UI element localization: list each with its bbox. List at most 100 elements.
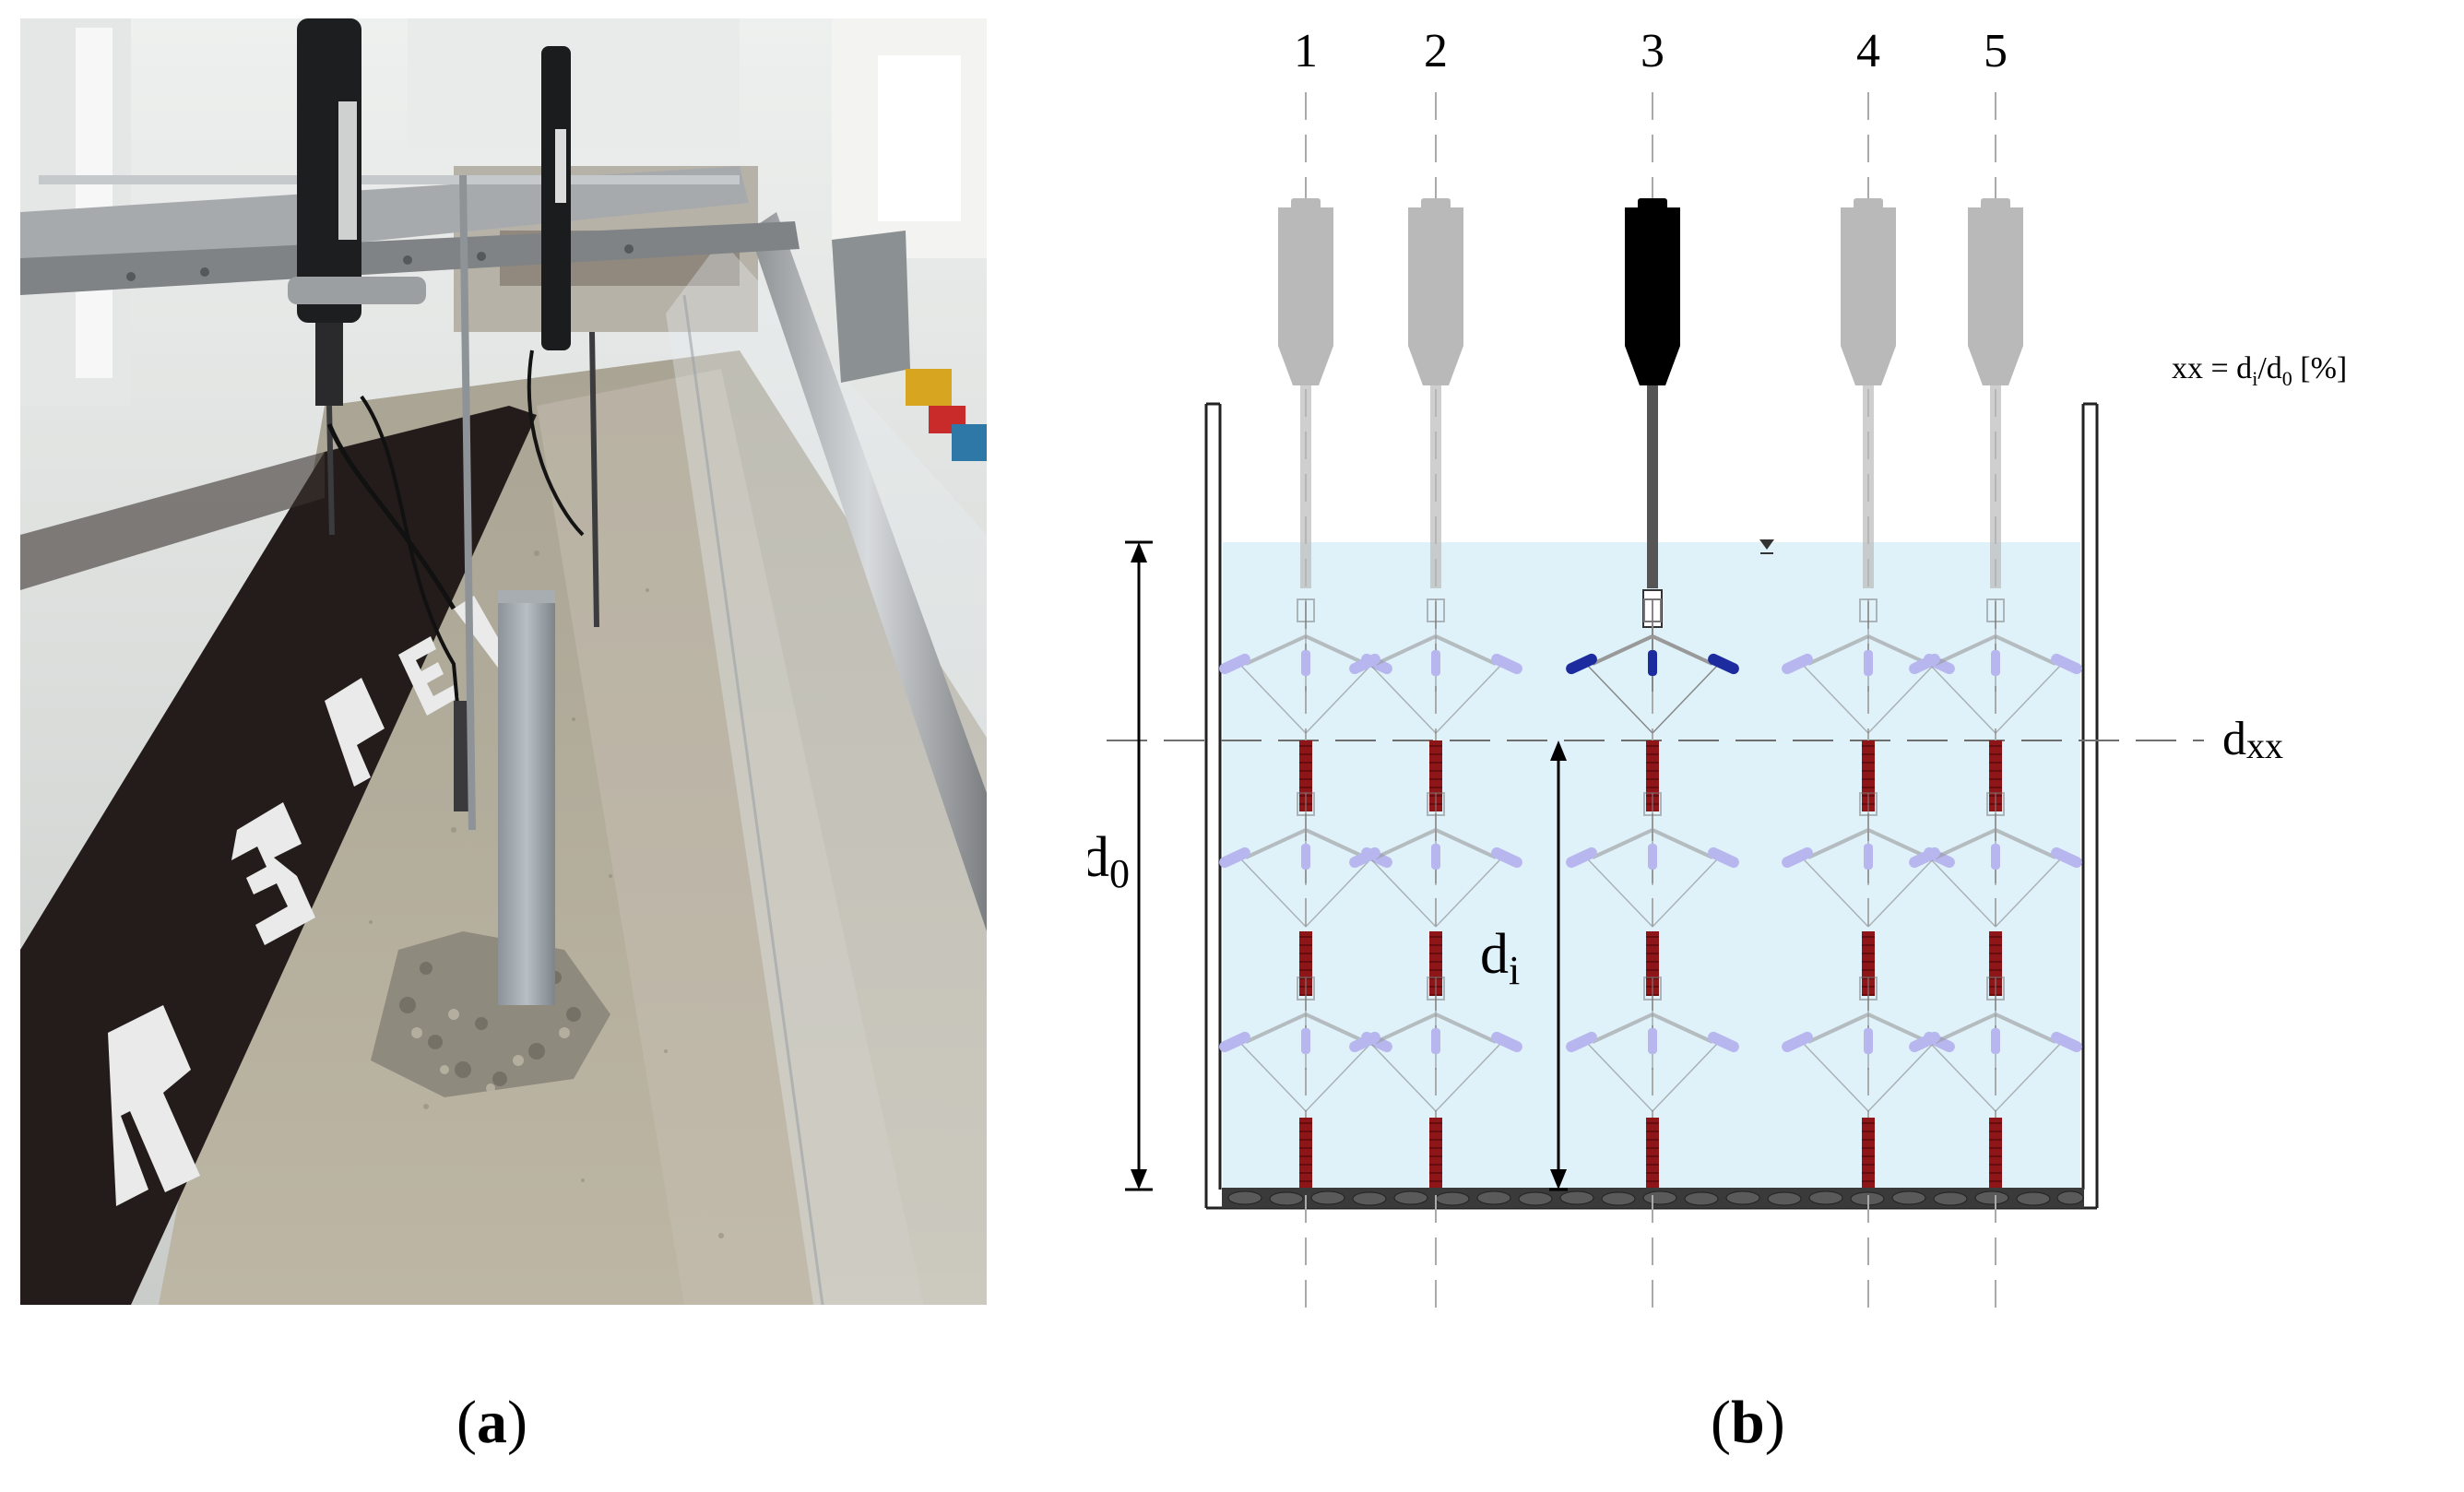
tripod-wire-left <box>1370 665 1437 734</box>
tripod-foot-left <box>1566 653 1597 675</box>
tripod-leg-right <box>1435 634 1497 666</box>
tripod-wire-left <box>1587 1043 1653 1112</box>
tripod-leg-left <box>1375 1012 1437 1044</box>
tripod-sensor <box>1864 650 1873 676</box>
tripod-foot-left <box>1349 653 1380 675</box>
tripod-leg-right <box>1867 634 1929 666</box>
tripod-sensor <box>1301 1028 1310 1054</box>
ratio-formula: xx = di/d0 [%] <box>2172 351 2347 390</box>
rod-segment-2 <box>1989 931 2002 996</box>
tripod-leg-left <box>1375 828 1437 859</box>
di-label: di <box>1480 923 1520 993</box>
tripod-leg-right <box>1867 828 1929 859</box>
tripod-head <box>1297 977 1315 1001</box>
tripod-wire-left <box>1587 665 1653 734</box>
measurement-column-2 <box>1349 92 1522 1319</box>
probe-stem <box>1990 385 2001 588</box>
probe-body <box>1408 207 1463 385</box>
probe-stem <box>1300 385 1311 588</box>
tripod-foot-left <box>1909 1031 1940 1053</box>
dxx-base: d <box>2222 713 2246 765</box>
tripod-top <box>1782 598 1955 734</box>
tripod-sensor <box>1864 844 1873 870</box>
tripod-wire-left <box>1370 1043 1437 1112</box>
tripod-head <box>1859 792 1878 816</box>
tripod-leg-left <box>1592 828 1653 859</box>
tripod-wire-left <box>1240 858 1307 928</box>
tripod-wire-right <box>1305 665 1371 734</box>
tripod-leg-left <box>1807 1012 1869 1044</box>
tripod-wire-left <box>1930 1043 1996 1112</box>
schematic-panel-b: 1 2 3 4 5 xx = di/d0 [%] dxx d0 di <box>1088 25 2347 1319</box>
tripod-leg-right <box>1652 1012 1713 1044</box>
photo-panel-a <box>20 18 987 1305</box>
tripod-foot-left <box>1782 1031 1813 1053</box>
tripod-foot-left <box>1909 653 1940 675</box>
rod-segment-3 <box>1862 1118 1875 1188</box>
tripod-wire-right <box>1652 1043 1718 1112</box>
tripod-leg-left <box>1245 1012 1307 1044</box>
tripod-foot-left <box>1566 847 1597 869</box>
tripod-foot-right <box>2051 653 2082 675</box>
tripod-wire-left <box>1803 1043 1869 1112</box>
tripod-top <box>1566 598 1739 734</box>
tripod-head <box>1427 598 1445 622</box>
column-label-3: 3 <box>1641 25 1664 77</box>
tripod-foot-right <box>1491 1031 1522 1053</box>
tripod-foot-left <box>1219 1031 1250 1053</box>
tripod-leg-left <box>1592 634 1653 666</box>
tripod-sensor <box>1431 1028 1440 1054</box>
tripod-foot-right <box>1708 847 1739 869</box>
probe-body <box>1841 207 1896 385</box>
di-base: d <box>1480 923 1509 986</box>
tripod-foot-left <box>1219 653 1250 675</box>
tripod-sensor <box>1301 650 1310 676</box>
tripod-wire-right <box>1995 665 2061 734</box>
tripod-low <box>1909 977 2082 1112</box>
formula-rhs: [%] <box>2292 351 2347 385</box>
tripod-sensor <box>1431 844 1440 870</box>
caption-a-close: ) <box>506 1389 527 1456</box>
tripod-sensor <box>1991 844 2000 870</box>
tripod-leg-right <box>1652 828 1713 859</box>
tripod-foot-right <box>1708 653 1739 675</box>
tripod-foot-left <box>1349 847 1380 869</box>
tripod-foot-right <box>1708 1031 1739 1053</box>
tripod-head <box>1297 598 1315 622</box>
tripod-wire-left <box>1930 858 1996 928</box>
column-label-4: 4 <box>1856 25 1880 77</box>
formula-sub-i: i <box>2252 367 2257 390</box>
tripod-wire-left <box>1803 665 1869 734</box>
tripod-leg-right <box>1305 634 1367 666</box>
probe-stem <box>1647 385 1658 588</box>
tripod-wire-left <box>1240 1043 1307 1112</box>
tripod-mid <box>1349 792 1522 928</box>
tripod-wire-right <box>1305 858 1371 928</box>
tripod-sensor <box>1648 844 1657 870</box>
tripod-wire-right <box>1995 1043 2061 1112</box>
rod-segment-2 <box>1862 931 1875 996</box>
tripod-sensor <box>1991 650 2000 676</box>
d0-base: d <box>1088 826 1109 889</box>
tripod-head <box>1986 792 2005 816</box>
tripod-leg-left <box>1375 634 1437 666</box>
caption-b: (b) <box>1711 1388 1785 1458</box>
tripod-foot-left <box>1349 1031 1380 1053</box>
tripod-wire-right <box>1435 665 1501 734</box>
tripod-head <box>1427 977 1445 1001</box>
rod-segment-3 <box>1429 1118 1442 1188</box>
tripod-wire-right <box>1652 665 1718 734</box>
dxx-sub: xx <box>2246 725 2283 766</box>
tripod-leg-left <box>1935 634 1996 666</box>
tripod-head <box>1859 598 1878 622</box>
tripod-wire-left <box>1240 665 1307 734</box>
probe-cap <box>1421 198 1451 211</box>
tripod-head <box>1859 977 1878 1001</box>
tripod-low <box>1349 977 1522 1112</box>
probe-cap <box>1291 198 1321 211</box>
formula-sub-0: 0 <box>2282 367 2292 390</box>
caption-b-close: ) <box>1764 1389 1785 1456</box>
tripod-leg-right <box>1435 828 1497 859</box>
tripod-wire-left <box>1587 858 1653 928</box>
tripod-leg-left <box>1807 828 1869 859</box>
